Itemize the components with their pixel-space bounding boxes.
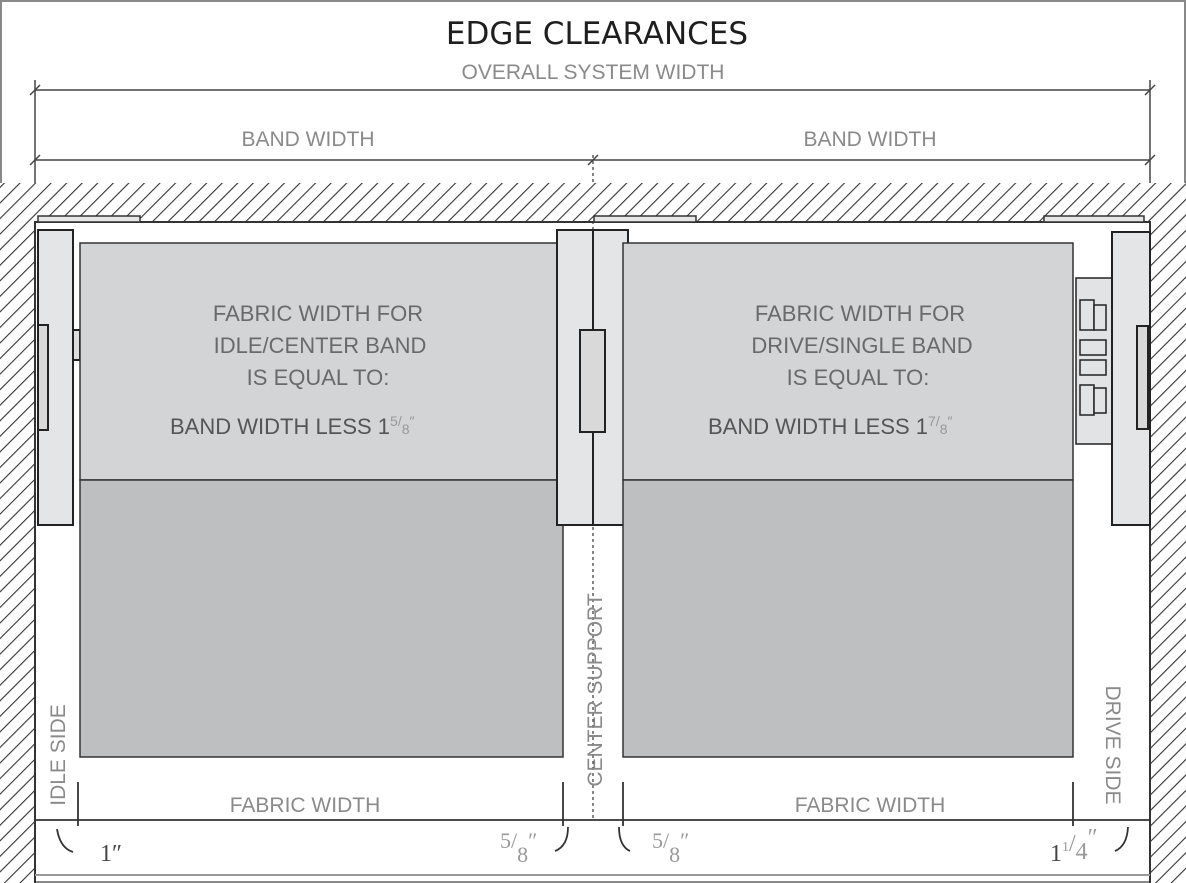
fabric-width-right-label: FABRIC WIDTH [795,794,946,817]
drive-side-label: DRIVE SIDE [1101,685,1124,804]
left-fabric-formula: BAND WIDTH LESS 15/8″ [170,413,415,439]
band-width-right-label: BAND WIDTH [804,128,937,151]
right-fabric-text-2: DRIVE/SINGLE BAND [751,333,972,358]
fabric-dimension-line [35,782,1150,853]
center-support-label: CENTER SUPPORT [584,593,607,786]
left-fabric-text-1: FABRIC WIDTH FOR [213,301,423,326]
mounting-brackets [37,215,1145,223]
idle-side-bracket [37,229,81,526]
left-fabric-text-3: IS EQUAL TO: [247,365,390,390]
band-dimension-line [29,154,1156,166]
wall-hatching [0,183,1186,883]
idle-side-label: IDLE SIDE [47,704,70,806]
band-width-left-label: BAND WIDTH [242,128,375,151]
overall-dimension-line [29,80,1156,185]
drive-side-bracket [1111,231,1151,526]
right-fabric-panel [622,242,1074,758]
idle-clearance-label: 1″ [100,841,122,867]
center-left-clearance-label: 5/8″ [500,828,537,867]
center-right-clearance-label: 5/8″ [652,828,689,867]
left-fabric-text-2: IDLE/CENTER BAND [214,333,427,358]
fabric-width-left-label: FABRIC WIDTH [230,794,381,817]
diagram-title: EDGE CLEARANCES [446,16,748,52]
left-fabric-panel [79,242,564,758]
right-fabric-formula: BAND WIDTH LESS 17/8″ [708,413,953,439]
right-fabric-text-1: FABRIC WIDTH FOR [755,301,965,326]
right-fabric-text-3: IS EQUAL TO: [787,365,930,390]
drive-clearance-label: 11/4″ [1050,825,1098,867]
center-support-bracket [556,229,629,526]
overall-system-width-label: OVERALL SYSTEM WIDTH [462,61,725,84]
drive-motor [1075,277,1113,445]
